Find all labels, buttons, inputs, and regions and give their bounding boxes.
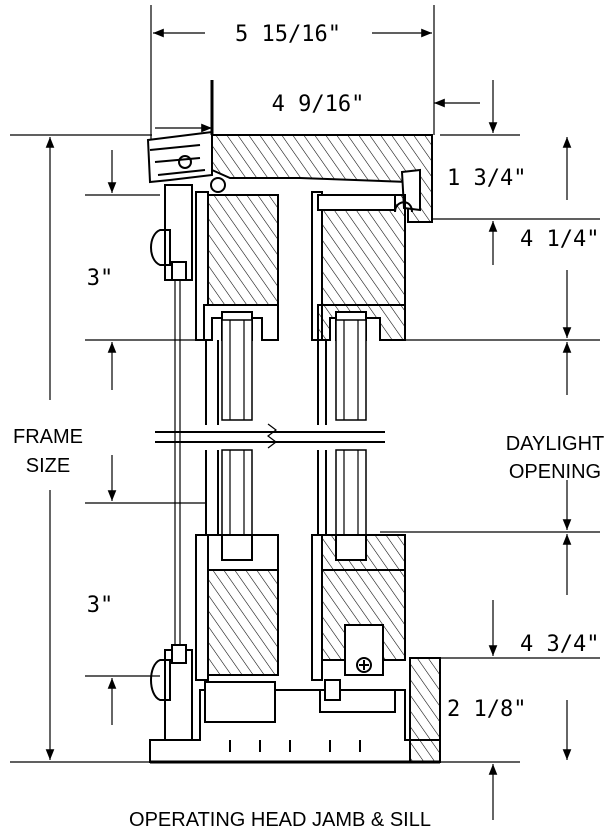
head-depth-label: 1 3/4" xyxy=(447,166,526,191)
glass-upper xyxy=(205,319,367,425)
overall-width-label: 5 15/16" xyxy=(235,22,341,47)
extension-lines xyxy=(10,134,600,763)
dimension-daylight-opening: DAYLIGHT OPENING 4 1/4" xyxy=(506,137,605,760)
frame-label-line1: FRAME xyxy=(13,426,83,448)
head-jamb xyxy=(146,80,433,223)
dimension-inner-width: 4 9/16" xyxy=(155,80,480,140)
dimension-bottom-rail: 3" xyxy=(87,455,117,725)
outer-sash-top-rail xyxy=(195,191,279,341)
dimension-sill: 4 3/4" 2 1/8" xyxy=(447,600,599,820)
sill-height-label: 2 1/8" xyxy=(447,697,526,722)
inner-width-label: 4 9/16" xyxy=(272,92,365,117)
sill xyxy=(149,657,441,764)
dimension-frame-size: FRAME SIZE xyxy=(13,137,83,760)
top-rail-label: 3" xyxy=(87,266,114,291)
inner-sash-top-rail xyxy=(311,191,406,341)
head-to-glass-label: 4 1/4" xyxy=(520,227,599,252)
daylight-label-line2: OPENING xyxy=(509,461,601,483)
daylight-label-line1: DAYLIGHT xyxy=(506,433,605,455)
drawing-title: OPERATING HEAD JAMB & SILL xyxy=(129,809,431,831)
dimension-overall-width: 5 15/16" xyxy=(150,5,435,160)
bottom-rail-label: 3" xyxy=(87,593,114,618)
balance-top xyxy=(150,184,193,650)
sill-to-glass-label: 4 3/4" xyxy=(520,632,599,657)
dimension-head-depth: 1 3/4" xyxy=(447,80,526,265)
break-line xyxy=(155,423,385,449)
frame-label-line2: SIZE xyxy=(26,455,70,477)
balance-bottom xyxy=(150,644,193,741)
inner-sash-bottom-rail xyxy=(311,534,406,681)
glass-lower xyxy=(205,449,367,551)
outer-sash-bottom-rail xyxy=(195,534,279,681)
dimension-top-rail: 3" xyxy=(87,150,117,390)
